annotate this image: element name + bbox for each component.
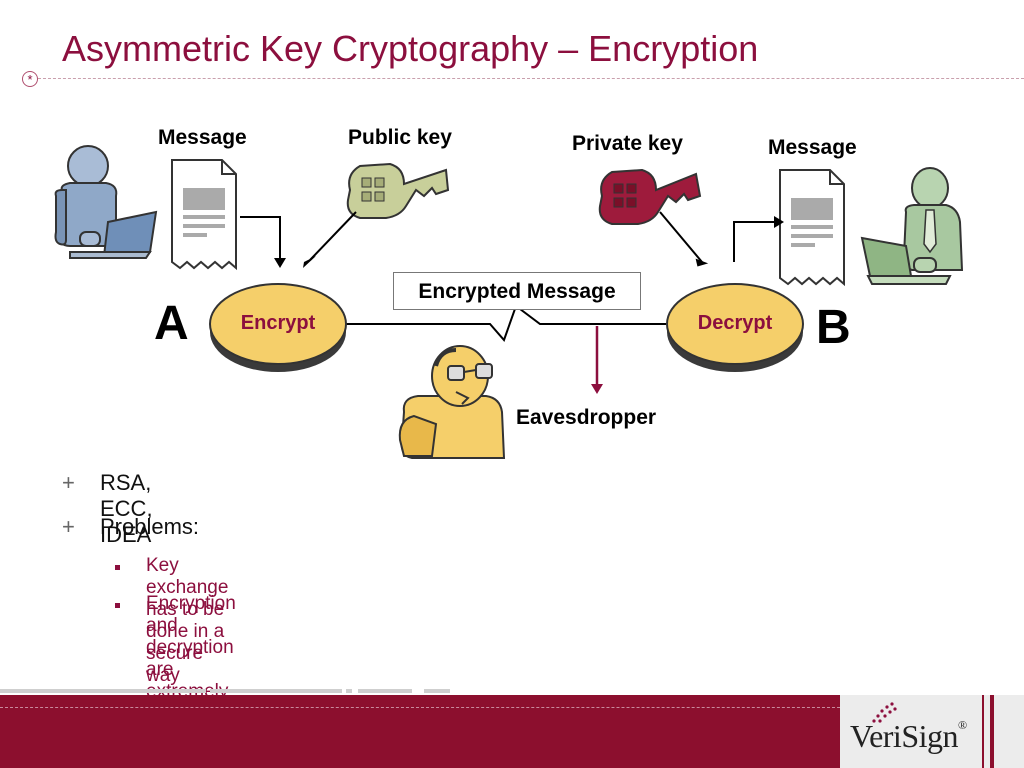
flow-lines: [240, 211, 776, 342]
footer-stripe: [994, 695, 1024, 768]
logo-check-icon: [872, 702, 897, 723]
bullet-star-icon: *: [22, 71, 38, 87]
message-label-right: Message: [768, 136, 857, 159]
footer-divider: [0, 707, 840, 708]
encryption-diagram: [54, 145, 964, 459]
public-key-icon: [346, 162, 450, 219]
party-b-label: B: [816, 301, 851, 354]
decrypt-label: Decrypt: [697, 312, 773, 334]
footer-accent-bar: [424, 689, 450, 693]
footer-accent-bar: [346, 689, 352, 693]
decrypt-oval: [666, 283, 804, 372]
footer-accent-bar: [0, 689, 206, 693]
eavesdropper-person-icon: [398, 345, 506, 459]
slide-title: Asymmetric Key Cryptography – Encryption: [62, 28, 759, 69]
footer-accent-bar: [210, 689, 342, 693]
party-a-label: A: [154, 297, 189, 350]
footer-accent-bar: [358, 689, 412, 693]
subbullet-item: Key exchange has to be done in a secure …: [146, 555, 229, 686]
private-key-icon: [598, 168, 702, 225]
subbullet-marker: [115, 603, 120, 608]
sender-person-icon: [54, 145, 158, 259]
encrypted-message-box: Encrypted Message: [393, 272, 641, 310]
encrypt-label: Encrypt: [240, 312, 316, 334]
logo-panel: [840, 695, 982, 768]
public-key-label: Public key: [348, 126, 452, 149]
eavesdropper-label: Eavesdropper: [516, 406, 657, 429]
arrowheads: [274, 216, 784, 268]
subbullet-marker: [115, 565, 120, 570]
bullet-item: RSA, ECC, IDEA: [100, 470, 153, 547]
bullet-item: Problems:: [100, 514, 200, 539]
title-divider: [38, 78, 1024, 79]
verisign-logo: VeriSign®: [850, 718, 967, 754]
message-label-left: Message: [158, 126, 247, 149]
registered-mark: ®: [958, 718, 967, 732]
receiver-person-icon: [860, 167, 964, 285]
message-document-icon: [171, 159, 237, 271]
encrypt-oval: [209, 283, 347, 372]
private-key-label: Private key: [572, 132, 683, 155]
bullet-marker: +: [62, 514, 75, 539]
decrypted-message-document-icon: [779, 169, 845, 287]
footer-stripe: [984, 695, 990, 768]
bullet-marker: +: [62, 470, 75, 495]
